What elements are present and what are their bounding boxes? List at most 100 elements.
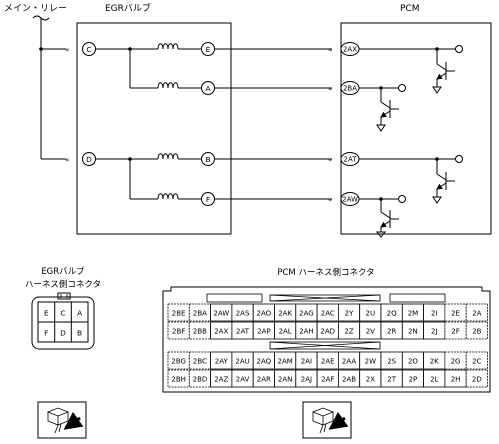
pcm-pin-2aw-label: 2AW	[342, 196, 358, 204]
pcm-pin-cell	[167, 351, 190, 370]
egr-harness-connector: EGRバルブ ハーネス側コネクタ E C A F D B	[25, 266, 101, 350]
pcm-pin-cell-label: 2BF	[172, 328, 185, 336]
connector-break-symbol: «	[65, 45, 70, 54]
pcm-connector-housing	[162, 286, 491, 393]
egr-pin-c-label: C	[86, 45, 91, 54]
pcm-pin-cell-label: 2W	[365, 358, 376, 366]
pcm-pin-cell	[167, 303, 190, 322]
svg-text:«: «	[328, 155, 333, 164]
pcm-pin-cell-label: 2AY	[215, 358, 229, 366]
pcm-pin-cell-label: 2AJ	[301, 376, 312, 384]
pcm-pin-cell-label: 2N	[408, 328, 418, 336]
pcm-pin-cell	[188, 351, 212, 370]
main-relay-label: メイン・リレー	[4, 4, 67, 14]
pcm-pin-cell-label: 2AP	[257, 328, 270, 336]
egr-connector-caption-sub: ハーネス側コネクタ	[25, 279, 101, 290]
pcm-pin-cell-label: 2G	[451, 358, 461, 366]
pcm-pin-cell-label: 2D	[472, 376, 482, 384]
pcm-connector-caption: PCM ハーネス側コネクタ	[277, 267, 374, 278]
pcm-pin-cell-label: 2K	[430, 358, 439, 366]
coil-symbol	[157, 43, 179, 50]
pcm-pin-cell-label: 2B	[472, 328, 481, 336]
egr-pin-d-label: D	[86, 155, 92, 164]
egr-connector-cell: F	[44, 329, 48, 338]
egr-connector-latch	[57, 292, 71, 300]
egr-pin-f-label: F	[206, 195, 210, 204]
pcm-pin-cell-label: 2AI	[301, 358, 312, 366]
egr-connector-cell: B	[77, 329, 82, 338]
svg-text:«: «	[65, 155, 70, 164]
pcm-pin-cell	[444, 321, 467, 340]
pcm-pin-cell-label: 2BG	[171, 358, 186, 366]
ground-symbol	[432, 86, 442, 94]
pcm-pin-cell-label: 2AC	[321, 310, 335, 318]
coil-symbol	[157, 82, 179, 89]
pcm-pin-cell-label: 2AN	[278, 376, 292, 384]
pcm-pin-cell-label: 2AK	[278, 310, 292, 318]
pcm-pin-cell	[188, 369, 212, 388]
pcm-pin-cell-label: 2AE	[321, 358, 335, 366]
pcm-pin-cell-label: 2AU	[235, 358, 249, 366]
pcm-terminal-circle	[455, 45, 463, 53]
pcm-pin-cell-label: 2AL	[279, 328, 292, 336]
pcm-pin-cell-label: 2V	[366, 328, 375, 336]
egr-connector-cell: C	[60, 309, 65, 318]
pcm-pin-cell-label: 2AX	[214, 328, 228, 336]
pcm-pin-cell	[465, 321, 488, 340]
pcm-pin-cell	[444, 303, 467, 322]
pcm-pin-cell-label: 2AA	[342, 358, 356, 366]
pcm-pin-cell-label: 2P	[409, 376, 418, 384]
pcm-pin-cell-label: 2S	[387, 358, 396, 366]
pcm-pin-cell-label: 2BD	[193, 376, 208, 384]
pcm-pin-cell	[188, 321, 212, 340]
egr-connector-cell: E	[44, 309, 49, 318]
pcm-pin-cell	[465, 303, 488, 322]
pcm-pin-cell	[167, 369, 190, 388]
pcm-pin-cell-label: 2AZ	[214, 376, 228, 384]
pcm-box	[340, 22, 492, 235]
pcm-pin-cell-label: 2AW	[213, 310, 229, 318]
pcm-pin-cell-label: 2AM	[278, 358, 293, 366]
pcm-pin-cell-label: 2R	[387, 328, 396, 336]
egr-pin-b-label: B	[205, 155, 210, 164]
pcm-pin-cell-label: 2H	[451, 376, 461, 384]
pcm-pin-cell-label: 2AB	[342, 376, 356, 384]
pcm-pin-cell	[167, 321, 190, 340]
egr-valve-label: EGRバルブ	[105, 2, 151, 14]
pcm-pin-cell-label: 2BB	[193, 328, 207, 336]
pcm-pin-cell-label: 2A	[472, 310, 481, 318]
pcm-pin-cell-label: 2BC	[193, 358, 207, 366]
pcm-pin-cell-label: 2F	[451, 328, 459, 336]
pcm-pin-cell-label: 2BE	[172, 310, 186, 318]
pcm-pin-cell-label: 2AT	[236, 328, 250, 336]
egr-connector-cell: A	[77, 309, 82, 318]
pcm-pin-cell	[188, 303, 212, 322]
pcm-pin-cell-label: 2AV	[236, 376, 250, 384]
pcm-pin-cell-label: 2I	[431, 310, 438, 318]
pcm-pin-cell-label: 2J	[431, 328, 438, 336]
egr-pin-e-label: E	[206, 45, 211, 54]
pcm-pin-cell-label: 2Z	[344, 328, 353, 336]
pcm-pin-cell-label: 2X	[366, 376, 375, 384]
egr-connector-caption: EGRバルブ	[41, 266, 85, 277]
pcm-pin-2ax-label: 2AX	[343, 46, 357, 54]
pcm-pin-cell-label: 2L	[430, 376, 438, 384]
pcm-pin-2at-label: 2AT	[344, 156, 358, 164]
pcm-pin-cell-label: 2T	[387, 376, 396, 384]
pcm-pin-cell-label: 2AH	[299, 328, 314, 336]
pcm-pin-cell-label: 2AR	[257, 376, 271, 384]
pcm-pin-cell-label: 2M	[408, 310, 419, 318]
pcm-pin-cell-label: 2Y	[345, 310, 354, 318]
egr-valve-box	[76, 22, 232, 235]
pcm-pin-cell	[465, 351, 488, 370]
connector-view-direction-icon	[37, 401, 87, 439]
wiring-schematic: メイン・リレー EGRバルブ PCM « C E « 2AX	[4, 2, 492, 238]
pcm-pin-cell-label: 2C	[472, 358, 481, 366]
pcm-pin-cell-label: 2AG	[299, 310, 314, 318]
pcm-pin-cell-label: 2AD	[320, 328, 335, 336]
pcm-pin-cell-label: 2AF	[321, 376, 334, 384]
pcm-pin-cell-label: 2O	[408, 358, 418, 366]
